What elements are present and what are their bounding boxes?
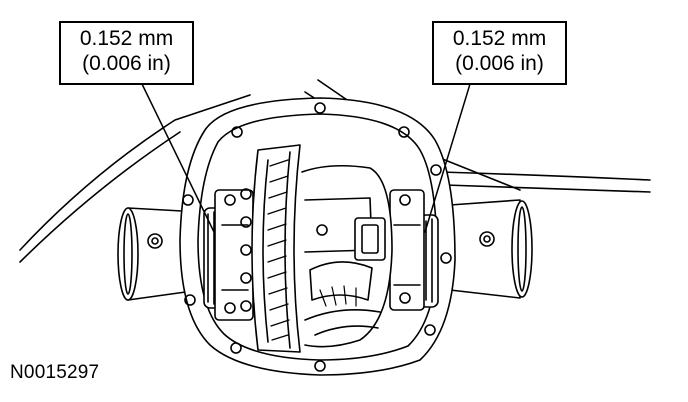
callout-right-imperial: (0.006 in): [455, 52, 544, 75]
callout-left-imperial: (0.006 in): [82, 52, 171, 75]
callout-left-clearance: 0.152 mm (0.006 in): [59, 21, 194, 85]
leader-line-right: [424, 83, 471, 233]
leader-line-left: [141, 83, 215, 233]
leader-lines: [141, 83, 471, 233]
figure-number: N0015297: [10, 362, 100, 383]
callout-right-clearance: 0.152 mm (0.006 in): [432, 21, 567, 85]
ring-gear: [240, 144, 301, 353]
bearing-cap-right: [389, 189, 425, 311]
axle-tube-left: [117, 207, 201, 301]
callout-right-metric: 0.152 mm: [452, 27, 547, 50]
differential-case: [301, 164, 393, 348]
callout-left-metric: 0.152 mm: [79, 27, 174, 50]
axle-tube-right: [449, 199, 533, 299]
